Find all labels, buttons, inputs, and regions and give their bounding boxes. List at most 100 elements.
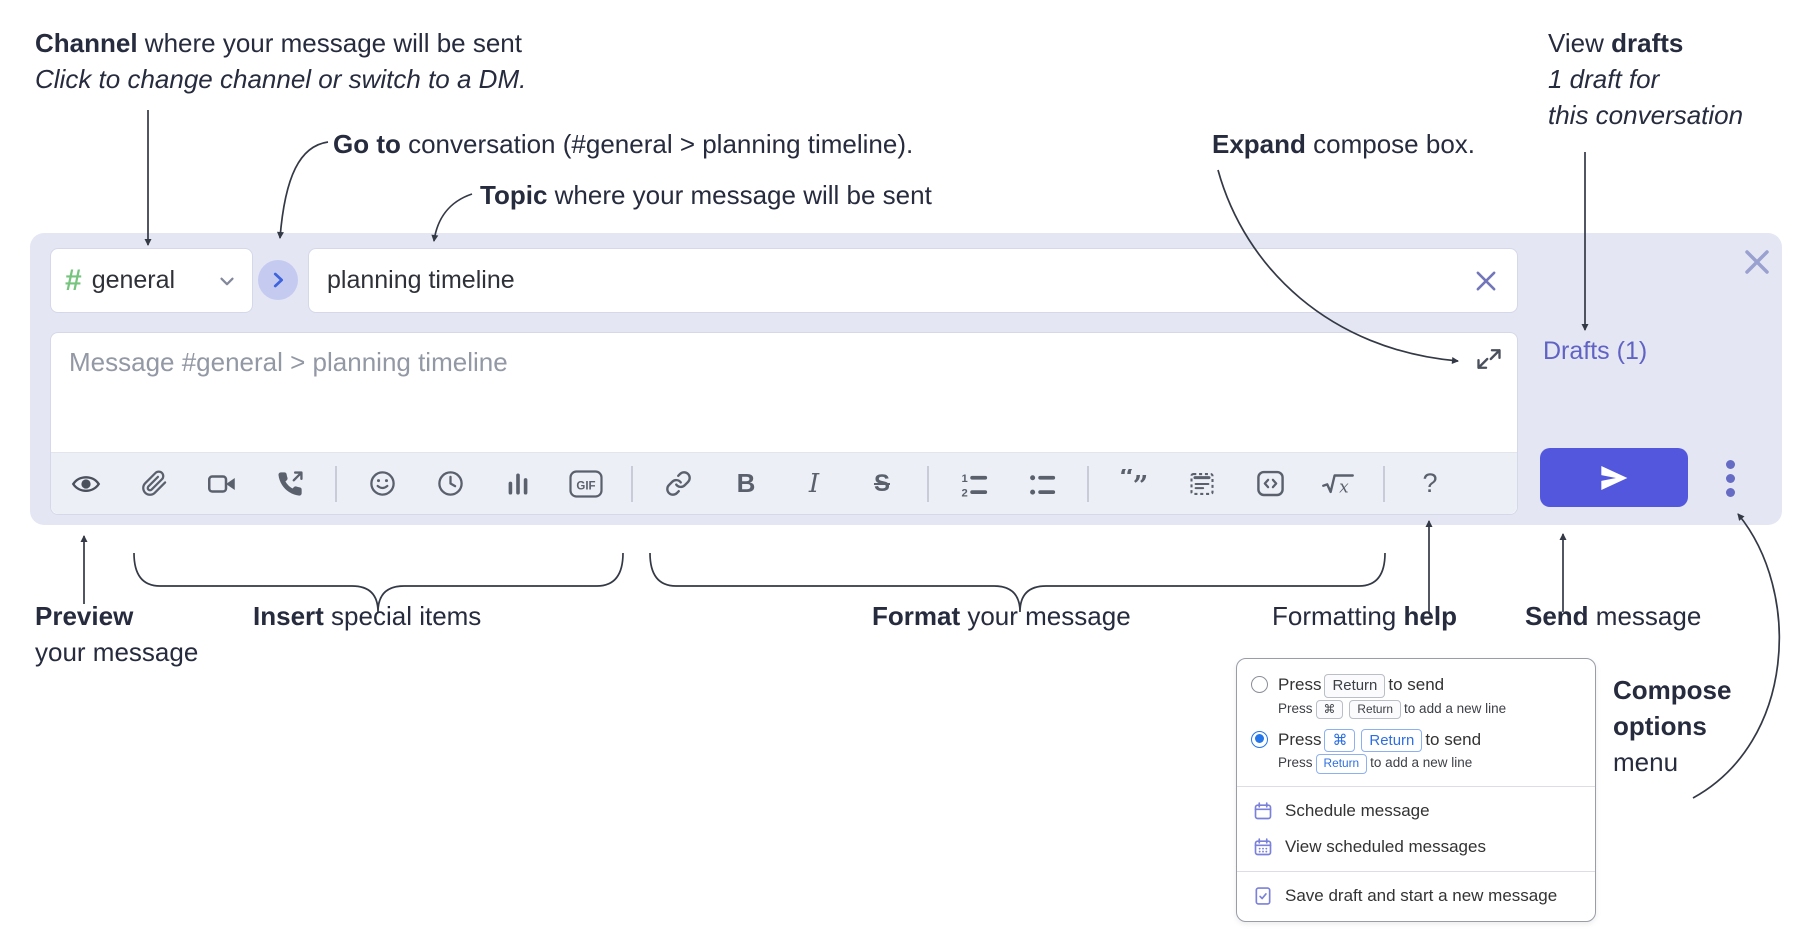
strikethrough-icon: S — [873, 469, 890, 497]
svg-text:1: 1 — [962, 473, 968, 485]
math-button[interactable]: x — [1315, 461, 1361, 507]
arrow-goto — [276, 141, 329, 239]
drafts-link[interactable]: Drafts (1) — [1543, 337, 1648, 365]
code-icon — [1256, 470, 1284, 497]
chevron-right-icon — [273, 272, 284, 288]
radio-selected-icon[interactable] — [1251, 730, 1268, 748]
message-input[interactable] — [51, 333, 1517, 452]
link-icon — [665, 471, 691, 496]
compose-toolbar: GIF B I S — [51, 452, 1517, 514]
annotation-topic: Topic where your message will be sent — [480, 180, 932, 210]
gif-icon: GIF — [569, 469, 603, 498]
annotation-channel-bold: Channel — [35, 28, 138, 58]
svg-text:x: x — [1339, 477, 1349, 497]
channel-select[interactable]: # general — [50, 248, 253, 313]
bulleted-list-button[interactable] — [1019, 461, 1065, 507]
preview-button[interactable] — [63, 461, 109, 507]
question-mark-icon: ? — [1422, 468, 1438, 498]
menu-separator — [1237, 786, 1595, 788]
close-icon — [1476, 271, 1496, 290]
annotation-view-drafts: View drafts 1 draft for this conversatio… — [1548, 28, 1744, 130]
topic-input[interactable] — [309, 266, 1469, 295]
radio-unselected-icon[interactable] — [1251, 676, 1268, 693]
italic-button[interactable]: I — [791, 461, 837, 507]
video-camera-icon — [207, 474, 235, 493]
annotation-goto: Go to conversation (#general > planning … — [333, 129, 914, 159]
attach-file-button[interactable] — [131, 461, 177, 507]
svg-text:”: ” — [1133, 471, 1149, 499]
voice-call-button[interactable] — [267, 461, 313, 507]
quote-icon: “ ” — [1119, 469, 1149, 499]
topic-input-wrap — [308, 248, 1518, 313]
calendar-days-icon — [1254, 838, 1272, 856]
svg-text:GIF: GIF — [576, 480, 595, 492]
smiley-icon — [369, 471, 395, 496]
eye-icon — [71, 475, 101, 492]
channel-name: general — [91, 266, 176, 294]
expand-icon — [1477, 349, 1501, 369]
italic-icon: I — [808, 468, 820, 499]
annotation-channel-rest: where your message will be sent — [137, 28, 522, 58]
annotation-compose-options: Compose options menu — [1613, 675, 1732, 777]
toolbar-divider — [1383, 465, 1385, 502]
ellipsis-icon — [1725, 459, 1735, 469]
menu-separator — [1237, 871, 1595, 873]
toolbar-divider — [1087, 465, 1089, 502]
code-button[interactable] — [1247, 461, 1293, 507]
toolbar-divider — [335, 465, 337, 502]
clock-icon — [437, 471, 463, 496]
draft-check-icon — [1255, 887, 1271, 906]
annotation-expand: Expand compose box. — [1212, 129, 1476, 159]
spoiler-button[interactable] — [1179, 461, 1225, 507]
numbered-list-button[interactable]: 1 2 — [951, 461, 997, 507]
annotation-send: Send message — [1525, 601, 1702, 631]
link-button[interactable] — [655, 461, 701, 507]
strikethrough-button[interactable]: S — [859, 461, 905, 507]
menu-item-save-draft-new[interactable]: Save draft and start a new message — [1237, 878, 1595, 914]
toolbar-divider — [631, 465, 633, 502]
annotation-preview: Preview your message — [35, 601, 199, 667]
topic-clear-button[interactable] — [1469, 264, 1503, 298]
spoiler-icon — [1190, 472, 1214, 495]
annotation-channel: Channel where your message will be sent … — [35, 25, 526, 97]
menu-item-schedule-message[interactable]: Schedule message — [1237, 793, 1595, 829]
expand-compose-button[interactable] — [1475, 345, 1505, 375]
send-icon — [1601, 465, 1628, 490]
send-button[interactable] — [1540, 448, 1688, 507]
poll-button[interactable] — [495, 461, 541, 507]
toolbar-divider — [927, 465, 929, 502]
annotation-format: Format your message — [872, 601, 1131, 631]
menu-item-view-scheduled[interactable]: View scheduled messages — [1237, 829, 1595, 865]
video-call-button[interactable] — [199, 461, 245, 507]
annotation-channel-line2: Click to change channel or switch to a D… — [35, 64, 527, 94]
bulleted-list-icon — [1030, 474, 1056, 495]
paperclip-icon — [141, 470, 166, 496]
annotation-formatting-help: Formatting help — [1272, 601, 1457, 631]
quote-button[interactable]: “ ” — [1111, 461, 1157, 507]
compose-options-button[interactable] — [1710, 455, 1750, 501]
gif-button[interactable]: GIF — [563, 461, 609, 507]
emoji-button[interactable] — [359, 461, 405, 507]
global-time-button[interactable] — [427, 461, 473, 507]
goto-conversation-button[interactable] — [258, 260, 298, 300]
channel-hash-icon: # — [65, 263, 82, 297]
numbered-list-icon: 1 2 — [962, 473, 988, 499]
compose-box: # general — [30, 233, 1782, 525]
phone-outgoing-icon — [278, 470, 303, 496]
formatting-help-button[interactable]: ? — [1407, 461, 1453, 507]
calendar-icon — [1254, 802, 1272, 820]
compose-close-button[interactable] — [1741, 246, 1773, 278]
svg-text:2: 2 — [962, 487, 968, 499]
chevron-down-icon — [220, 277, 234, 285]
bar-chart-icon — [508, 472, 528, 495]
bold-button[interactable]: B — [723, 461, 769, 507]
math-icon: x — [1322, 473, 1354, 497]
svg-text:“: “ — [1119, 469, 1135, 493]
close-icon — [1745, 250, 1769, 274]
message-box: GIF B I S — [50, 332, 1518, 515]
bold-icon: B — [736, 468, 756, 498]
